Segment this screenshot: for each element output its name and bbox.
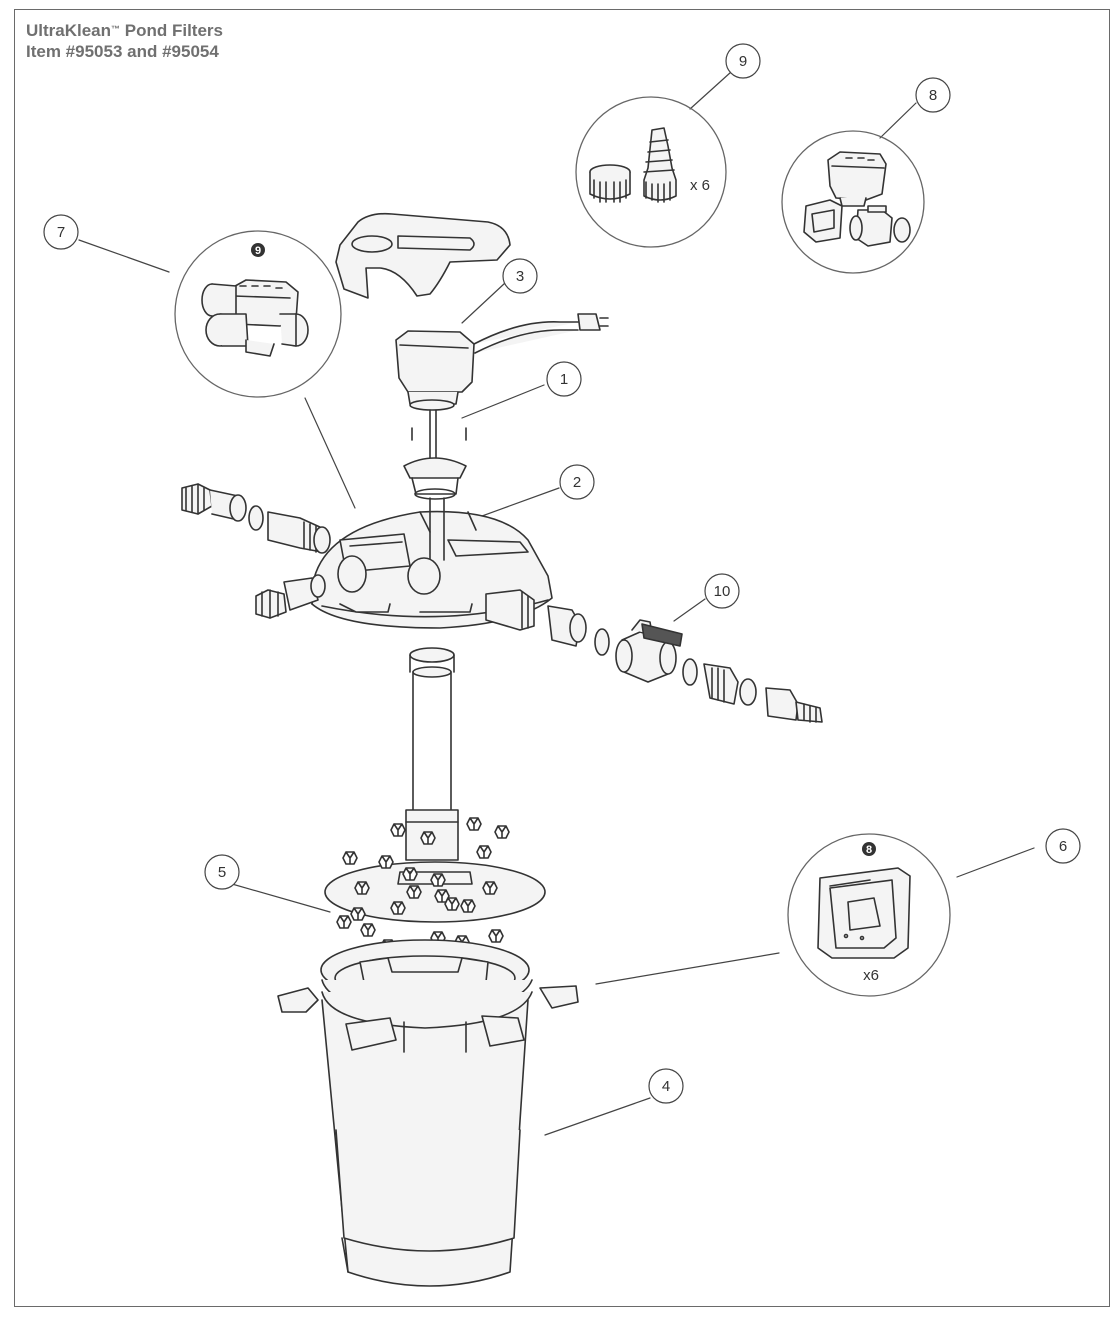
uv-clarifier-housing	[395, 313, 609, 411]
bio-ball	[476, 845, 492, 859]
inlet-fittings-left	[181, 483, 331, 619]
fitting-kit-quantity: x 6	[690, 177, 710, 194]
inset-filter-pad	[817, 867, 911, 959]
callout-2: 2	[559, 464, 595, 500]
callout-8: 8	[915, 77, 951, 113]
callout-3-label: 3	[516, 268, 524, 285]
callout-4: 4	[648, 1068, 684, 1104]
filter-pad-quantity: x6	[863, 967, 879, 984]
outlet-fittings-right	[485, 589, 610, 656]
bio-ball	[482, 881, 498, 895]
callout-8-label: 8	[929, 87, 937, 104]
leader-lines	[78, 71, 1035, 1136]
filter-canister	[277, 939, 579, 1287]
bio-ball	[350, 907, 366, 921]
callout-7-label: 7	[57, 224, 65, 241]
central-tube	[405, 647, 459, 861]
bio-ball	[460, 899, 476, 913]
pipe-housing-badge-number: 9	[255, 245, 261, 257]
item-numbers: Item #95053 and #95054	[26, 42, 219, 61]
callout-10: 10	[704, 573, 740, 609]
bio-ball	[494, 825, 510, 839]
callout-7: 7	[43, 214, 79, 250]
callout-1-label: 1	[560, 371, 568, 388]
filter-pad-badge: 8	[862, 842, 876, 856]
uv-lamp	[403, 409, 467, 500]
callout-10-label: 10	[714, 583, 731, 600]
bio-ball	[354, 881, 370, 895]
pipe-housing-badge: 9	[251, 243, 265, 257]
title-line-1: UltraKlean™ Pond Filters	[26, 20, 223, 41]
callout-3: 3	[502, 258, 538, 294]
bio-ball	[420, 831, 436, 845]
inset-uv-parts	[803, 151, 911, 247]
bio-ball	[444, 897, 460, 911]
bio-ball	[406, 885, 422, 899]
callout-4-label: 4	[662, 1078, 670, 1095]
inset-circles	[174, 96, 951, 997]
filter-pad-badge-number: 8	[866, 844, 872, 856]
brand-name: UltraKlean	[26, 21, 112, 40]
top-cover	[335, 212, 511, 299]
bio-ball	[488, 929, 504, 943]
bio-ball	[360, 923, 376, 937]
ball-valve	[615, 619, 683, 683]
bio-ball	[342, 851, 358, 865]
callout-1: 1	[546, 361, 582, 397]
inset-fitting-kit	[589, 127, 677, 203]
callout-6: 6	[1045, 828, 1081, 864]
callout-5-label: 5	[218, 864, 226, 881]
bio-ball	[336, 915, 352, 929]
inset-pipe-housing	[201, 279, 309, 357]
trademark-symbol: ™	[111, 24, 121, 34]
callout-5: 5	[204, 854, 240, 890]
bio-ball	[390, 901, 406, 915]
bio-ball	[378, 855, 394, 869]
bio-ball	[430, 873, 446, 887]
outlet-fittings-far-right	[682, 658, 823, 723]
callout-9: 9	[725, 43, 761, 79]
callout-6-label: 6	[1059, 838, 1067, 855]
bio-ball	[434, 889, 450, 903]
product-type: Pond Filters	[120, 21, 223, 40]
bio-ball	[402, 867, 418, 881]
diagram-title: UltraKlean™ Pond Filters Item #95053 and…	[26, 20, 223, 62]
bio-ball	[466, 817, 482, 831]
diagram-frame	[14, 9, 1110, 1307]
callout-9-label: 9	[739, 53, 747, 70]
callout-2-label: 2	[573, 474, 581, 491]
bio-ball	[390, 823, 406, 837]
